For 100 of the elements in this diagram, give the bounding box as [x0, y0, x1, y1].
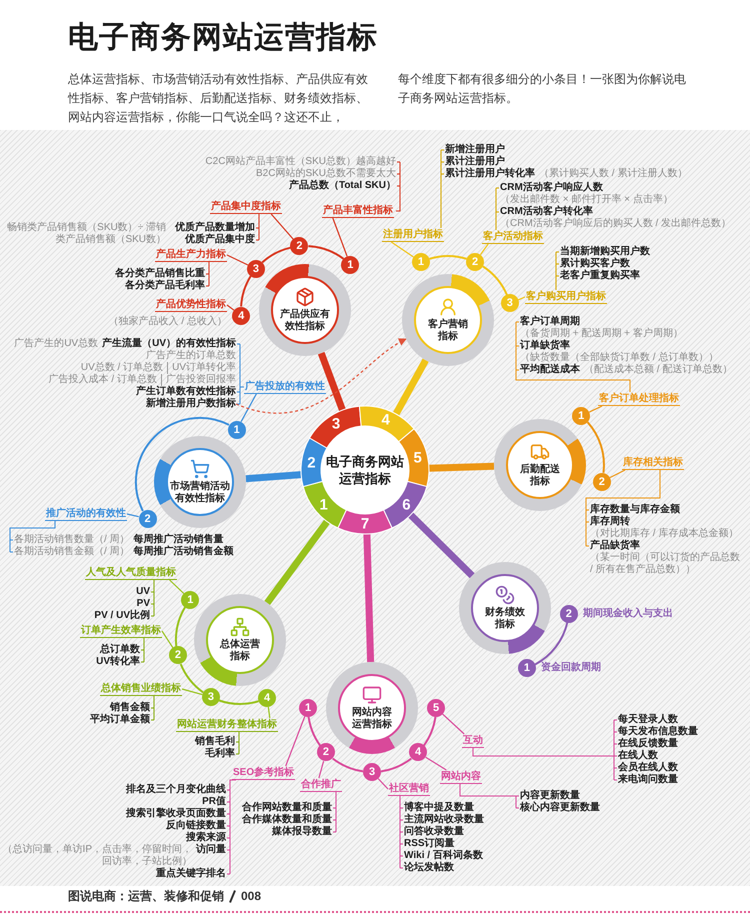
leader-line [162, 630, 174, 648]
category-circle [459, 562, 551, 654]
segment-number: 7 [360, 516, 370, 532]
category-label: 产品供应有效性指标 [279, 309, 331, 333]
metric-note: （备货周期 + 配送周期 + 客户周期） [520, 328, 683, 339]
subcategory-title: 资金回款周期 [540, 661, 602, 674]
number-badge: 1 [181, 590, 200, 609]
ring-segment [301, 438, 327, 487]
category-label: 客户营销指标 [427, 319, 469, 343]
subcategory-title: SEO参考指标 [232, 766, 296, 780]
number-badge: 2 [466, 252, 484, 271]
metric-note: 广告产生的订单总数 [146, 350, 236, 362]
metric-label: 平均配送成本 [520, 364, 580, 376]
metric-note: （配送成本总额 / 配送订单总数） [584, 364, 732, 376]
metric-label: 每天发布信息数量 [618, 726, 698, 738]
metric-label: 访问量 [196, 844, 226, 856]
metric-label: 平均订单金额 [90, 714, 150, 726]
metric-label: 论坛发帖数 [404, 862, 454, 874]
metric-label: 当期新增购买用户数 [560, 246, 650, 257]
metric-note: （发出邮件数 × 邮件打开率 × 点击率） [500, 194, 673, 205]
metric-label: 重点关键字排名 [156, 868, 226, 880]
subcategory-title: 社区营销 [388, 782, 430, 796]
connector-bar [318, 352, 346, 412]
metric-label: 总订单数 [100, 644, 140, 655]
arc-connector [218, 700, 259, 705]
leader-line [268, 706, 270, 718]
metric-label: 优质产品数量增加 [175, 222, 255, 233]
metric-label: 销售毛利 [195, 736, 235, 747]
number-badge: 5 [427, 699, 445, 717]
metric-label: UV转化率 [96, 656, 140, 668]
center-title: 电子商务网站运营指标 [324, 453, 405, 487]
metric-label: 在线反馈数量 [618, 738, 678, 750]
number-badge: 2 [560, 604, 578, 623]
metric-label: 产品缺货率 [590, 540, 640, 552]
subcategory-title: 网站运营财务整体指标 [176, 718, 278, 732]
subcategory-title: 产品生产力指标 [155, 248, 227, 262]
metric-label: 在线人数 [618, 750, 658, 762]
number-badge: 4 [232, 306, 250, 325]
category-circle [402, 274, 494, 366]
leader-line [610, 469, 626, 478]
metric-note: C2C网站产品丰富性（SKU总数）越高越好 [205, 156, 396, 168]
metric-label: 主流网站收录数量 [404, 814, 484, 826]
leader-line [425, 756, 447, 770]
metric-label: 累计注册用户 [445, 156, 505, 167]
segment-number: 6 [402, 497, 411, 512]
leader-line [378, 778, 388, 790]
leader-line [285, 716, 306, 766]
leader-line [226, 254, 248, 266]
subcategory-title: 推广活动的有效性 [45, 507, 127, 521]
segment-number: 2 [307, 455, 316, 470]
metric-label: 排名及三个月变化曲线 [126, 784, 226, 796]
metric-label: 销售金额 [110, 702, 150, 713]
arc-connector [308, 716, 322, 746]
metric-note: UV订单转化率 [167, 362, 236, 374]
arc-connector [180, 664, 204, 694]
number-badge: 1 [341, 256, 360, 274]
arc-connector [380, 758, 412, 772]
number-badge: 2 [290, 237, 308, 256]
metric-label: 内容更新数量 [520, 790, 580, 801]
category-label: 财务绩效指标 [484, 607, 526, 631]
metric-note: B2C网站的SKU总数不需要太大 [256, 168, 396, 180]
metric-note: UV总数 / 订单总数 [80, 362, 164, 374]
category-label: 总体运营指标 [219, 639, 261, 663]
number-badge: 4 [258, 689, 276, 707]
metric-note: 广告产生的UV总数 [14, 338, 98, 350]
metric-note: 畅销类产品销售额（SKU数）÷ 滞销类产品销售额（SKU数） [6, 222, 166, 246]
metric-label: PV [136, 598, 150, 610]
arc-connector [332, 758, 364, 772]
leader-line [182, 688, 202, 696]
subcategory-title: 客户活动指标 [482, 230, 544, 244]
number-badge: 3 [246, 260, 265, 278]
subcategory-title: 期间现金收入与支出 [582, 607, 674, 620]
dashed-arrow [236, 338, 407, 414]
metric-label: 新增注册用户数指标 [146, 398, 236, 410]
metric-note: 广告投入成本 / 订单总数 [48, 374, 157, 386]
subcategory-title: 注册用户指标 [382, 228, 444, 242]
connector-bar [408, 512, 475, 578]
leader-line [226, 304, 234, 311]
category-circle [154, 436, 246, 528]
metric-label: 搜索引擎收录页面数量 [126, 808, 226, 820]
subcategory-title: 客户购买用户指标 [525, 290, 607, 304]
metric-label: 客户订单周期 [520, 316, 580, 328]
segment-number: 1 [319, 497, 328, 512]
metric-label: 新增注册用户 [445, 144, 505, 155]
metric-label: 搜索来源 [186, 832, 226, 843]
metric-label: 订单缺货率 [520, 340, 570, 352]
metric-label: Wiki / 百科词条数 [404, 850, 483, 862]
subcategory-title: 网站内容 [440, 770, 482, 784]
subcategory-title: 产品优势性指标 [155, 298, 227, 312]
page-number: 008 [241, 889, 262, 904]
metric-label: 博客中提及数量 [404, 802, 474, 813]
subcategory-title: 库存相关指标 [622, 456, 684, 470]
metric-label: 累计购买客户数 [560, 258, 630, 269]
metric-note: （缺货数量（全部缺货订单数 / 总订单数）） [520, 352, 718, 364]
metric-label: 媒体报导数量 [272, 826, 332, 838]
segment-number: 3 [332, 416, 340, 432]
metric-note: （CRM活动客户响应后的购买人数 / 发出邮件总数） [500, 218, 732, 230]
metric-label: 库存周转 [590, 516, 630, 528]
leader-line [480, 244, 489, 256]
metric-label: 优质产品集中度 [185, 234, 255, 246]
